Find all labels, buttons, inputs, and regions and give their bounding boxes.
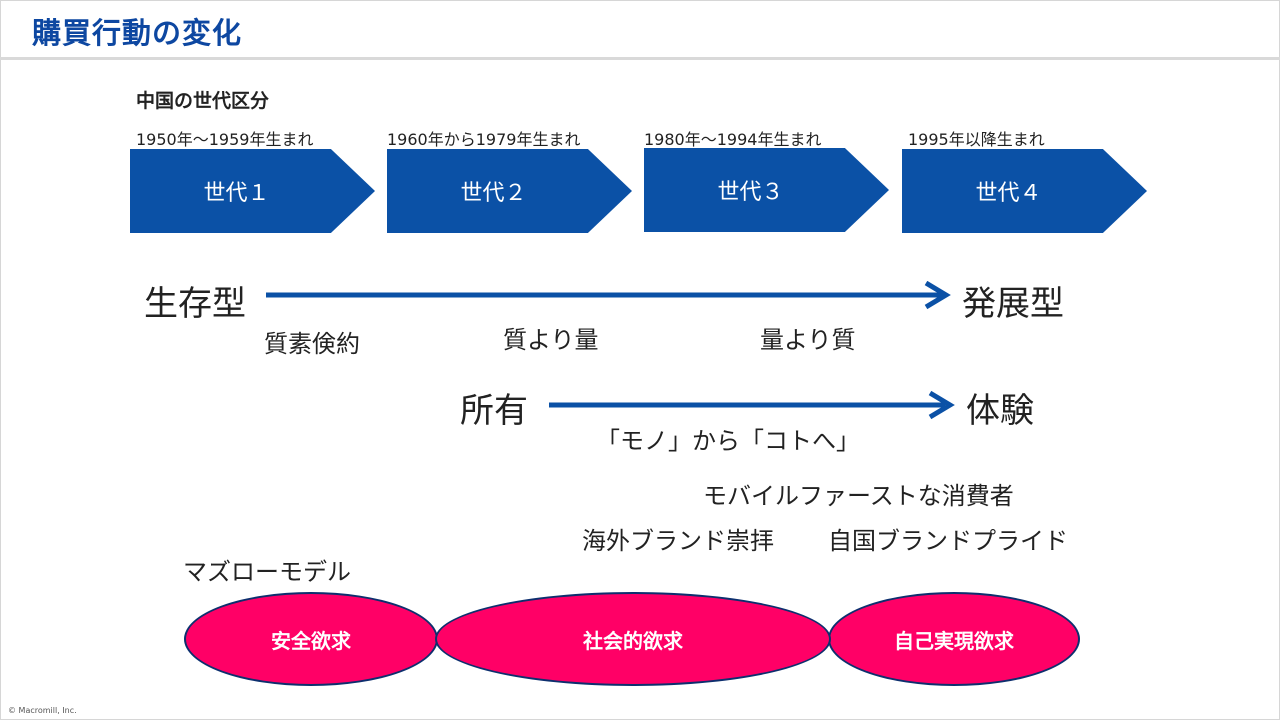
generation-1-label: 世代１ — [203, 181, 270, 206]
section-label: 中国の世代区分 — [136, 90, 270, 112]
need-safety-label: 安全欲求 — [271, 628, 351, 653]
generation-3-chevron: 世代３ — [644, 148, 889, 232]
need-self-actualization-ellipse: 自己実現欲求 — [828, 592, 1080, 686]
slide-title: 購買行動の変化 — [32, 16, 243, 50]
axis2-arrow — [549, 390, 955, 420]
stage-label-2: 質より量 — [503, 326, 599, 354]
trend-mobile-first: モバイルファーストな消費者 — [703, 482, 1014, 510]
generation-1-chevron: 世代１ — [130, 149, 375, 233]
axis2-start-label: 所有 — [460, 391, 528, 431]
generation-4-period: 1995年以降生まれ — [908, 130, 1045, 149]
title-divider — [0, 57, 1280, 60]
axis1-end-label: 発展型 — [962, 284, 1064, 324]
axis2-end-label: 体験 — [966, 391, 1034, 431]
need-social-ellipse: 社会的欲求 — [435, 592, 831, 686]
need-self-actualization-label: 自己実現欲求 — [894, 628, 1014, 653]
stage-label-3: 量より質 — [760, 326, 856, 354]
trend-domestic-brand: 自国ブランドプライド — [828, 527, 1068, 555]
maslow-label: マズローモデル — [183, 558, 351, 586]
generation-4-label: 世代４ — [975, 181, 1042, 206]
generation-2-period: 1960年から1979年生まれ — [387, 130, 581, 149]
trend-foreign-brand: 海外ブランド崇拝 — [582, 527, 774, 555]
need-social-label: 社会的欲求 — [583, 628, 683, 653]
copyright: © Macromill, Inc. — [8, 706, 77, 715]
axis1-start-label: 生存型 — [144, 284, 246, 324]
axis2-caption: 「モノ」から「コトへ」 — [596, 427, 860, 455]
generation-1-period: 1950年～1959年生まれ — [136, 130, 314, 149]
stage-label-1: 質素倹約 — [264, 330, 360, 358]
generation-3-period: 1980年～1994年生まれ — [644, 130, 822, 149]
generation-2-chevron: 世代２ — [387, 149, 632, 233]
need-safety-ellipse: 安全欲求 — [184, 592, 438, 686]
generation-4-chevron: 世代４ — [902, 149, 1147, 233]
generation-3-label: 世代３ — [717, 180, 784, 205]
axis1-arrow — [266, 281, 951, 310]
generation-2-label: 世代２ — [460, 181, 527, 206]
